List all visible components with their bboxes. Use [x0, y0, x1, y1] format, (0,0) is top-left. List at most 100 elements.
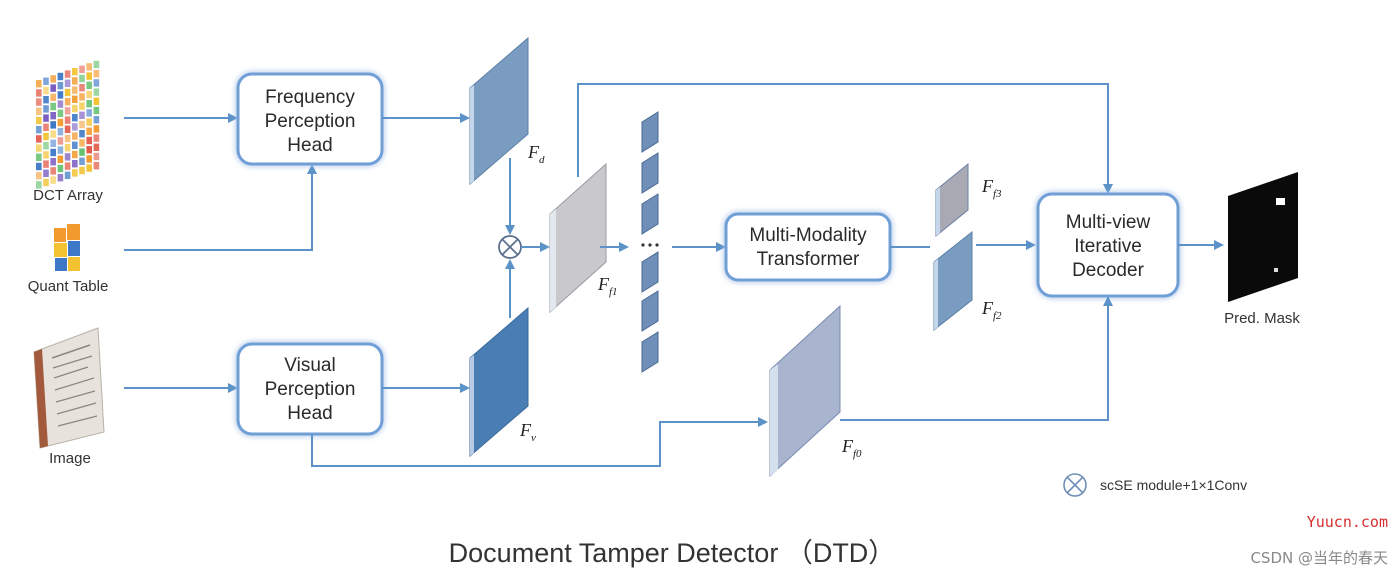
dct-cell	[79, 111, 85, 119]
dct-cell	[50, 112, 56, 120]
dct-cell	[93, 162, 100, 170]
dct-cell	[50, 102, 56, 111]
visual-head-line-3: Head	[287, 403, 332, 424]
legend: scSE module+1×1Conv	[1063, 473, 1247, 497]
dct-cell	[72, 160, 78, 168]
dct-cell	[72, 123, 78, 131]
dct-cell	[86, 90, 92, 99]
dct-cell	[86, 109, 92, 117]
dct-cell	[93, 143, 100, 151]
dct-cell	[93, 70, 100, 78]
quant-table-label: Quant Table	[28, 278, 109, 295]
dct-cell	[43, 151, 49, 159]
dct-cell	[36, 135, 42, 143]
visual-perception-head-box: Visual Perception Head	[236, 342, 384, 436]
predicted-mask-image	[1228, 172, 1298, 302]
dct-cell	[64, 88, 71, 97]
legend-text: scSE module+1×1Conv	[1100, 477, 1247, 493]
dct-cell	[36, 89, 42, 97]
visual-head-line-2: Perception	[265, 379, 356, 400]
dct-cell	[86, 136, 92, 145]
dct-cell	[79, 93, 85, 101]
dct-cell	[93, 134, 100, 142]
dct-cell	[57, 100, 64, 108]
dct-cell	[36, 98, 42, 106]
dct-cell	[57, 82, 64, 90]
dct-cell	[57, 155, 64, 163]
dct-cell	[86, 118, 92, 126]
dct-cell	[79, 84, 85, 92]
dct-cell	[43, 169, 49, 177]
fd-label: Fd	[527, 142, 545, 166]
dct-cell	[57, 164, 64, 173]
pred-mask-label: Pred. Mask	[1224, 310, 1300, 327]
token	[641, 152, 659, 194]
dct-cell	[43, 77, 49, 85]
feature-map-fd	[469, 36, 529, 186]
document-image-icon	[33, 327, 105, 449]
dct-cell	[50, 139, 56, 147]
dct-array-icon	[36, 60, 100, 189]
dct-cell	[79, 130, 85, 138]
dct-cell	[72, 104, 78, 113]
diagram-caption: Document Tamper Detector （DTD）	[449, 538, 896, 568]
dct-cell	[57, 118, 64, 127]
scse-legend-icon	[1063, 473, 1087, 497]
dct-cell	[79, 102, 85, 110]
token	[641, 251, 659, 293]
dct-cell	[64, 79, 71, 87]
dct-cell	[50, 130, 56, 138]
decoder-line-2: Iterative	[1074, 236, 1142, 257]
dct-cell	[36, 126, 42, 134]
dct-cell	[86, 164, 92, 172]
dct-cell	[79, 139, 85, 147]
watermark-site: Yuucn.com	[1307, 513, 1388, 531]
ff3-label: Ff3	[981, 176, 1002, 200]
dct-cell	[43, 105, 49, 113]
dct-cell	[64, 70, 71, 78]
token-sequence	[641, 111, 659, 373]
dct-cell	[57, 128, 64, 136]
frequency-perception-head-box: Frequency Perception Head	[236, 72, 384, 166]
dct-cell	[57, 109, 64, 117]
visual-head-line-1: Visual	[284, 355, 335, 376]
arrow-ff1-skip-to-decoder	[577, 83, 1113, 194]
dct-cell	[72, 77, 78, 85]
token	[641, 290, 659, 332]
dct-cell	[93, 97, 100, 105]
dct-cell	[93, 88, 100, 96]
dct-cell	[57, 146, 64, 154]
dct-cell	[50, 158, 56, 166]
dct-cell	[86, 146, 92, 154]
dct-cell	[93, 116, 100, 124]
decoder-line-3: Decoder	[1072, 260, 1144, 281]
token	[641, 193, 659, 235]
fv-label: Fv	[519, 420, 536, 444]
dct-cell	[72, 141, 78, 149]
token	[641, 111, 659, 153]
dct-cell	[72, 86, 78, 94]
dct-cell	[64, 116, 71, 124]
ff1-label: Ff1	[597, 274, 618, 298]
dct-cell	[79, 166, 85, 175]
dct-cell	[93, 60, 100, 69]
dct-cell	[36, 144, 42, 152]
frequency-head-line-3: Head	[287, 135, 332, 156]
arrow-quant-to-frequency-head	[124, 164, 317, 251]
dct-cell	[64, 98, 71, 106]
dct-cell	[86, 127, 92, 135]
frequency-head-line-2: Perception	[265, 111, 356, 132]
dct-cell	[93, 106, 100, 115]
transformer-line-1: Multi-Modality	[749, 225, 867, 246]
ellipsis-dot	[641, 243, 645, 247]
dct-cell	[86, 100, 92, 108]
dct-cell	[50, 84, 56, 92]
dct-array-label: DCT Array	[33, 187, 103, 204]
dct-cell	[64, 144, 71, 152]
dct-cell	[79, 157, 85, 165]
dct-cell	[57, 174, 64, 182]
dct-cell	[93, 152, 100, 161]
dct-cell	[64, 171, 71, 179]
dct-cell	[79, 74, 85, 83]
